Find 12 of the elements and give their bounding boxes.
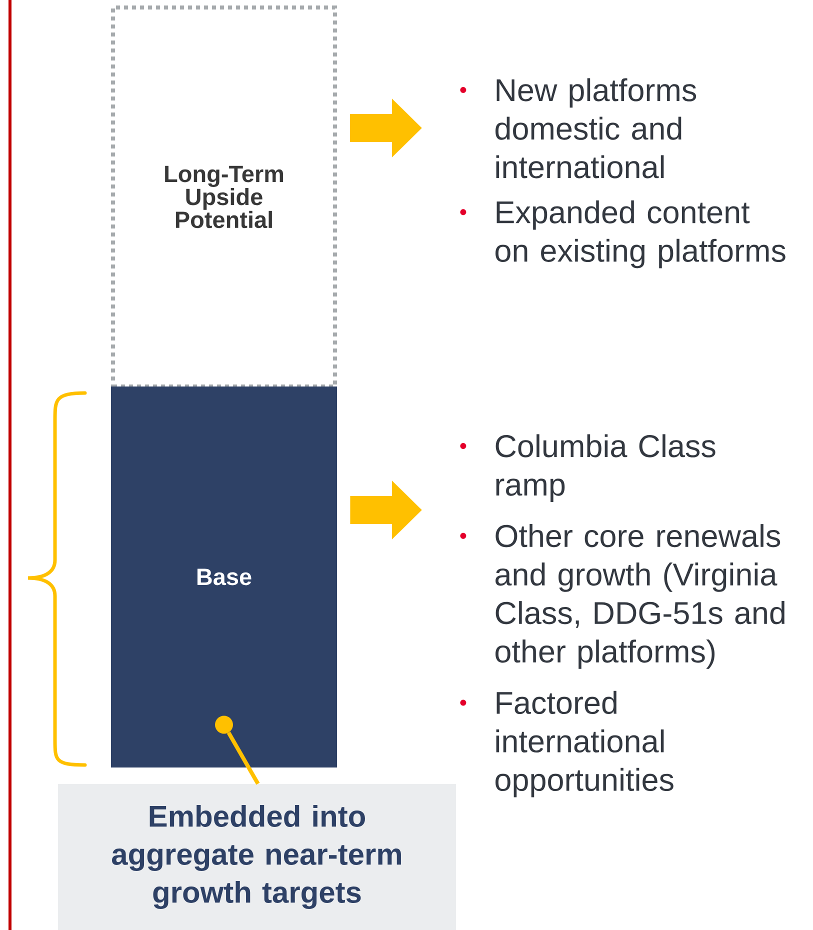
marker-dot <box>215 716 233 734</box>
node-label: New platforms domestic and international <box>496 78 696 178</box>
node-label: Expanded content on existing platforms <box>496 200 786 268</box>
callout-box: Embedded into aggregate near-term growth targets <box>58 784 456 930</box>
base-bar: Base <box>111 386 337 768</box>
dotted-box: Long-Term Upside Potential <box>111 6 337 388</box>
leader-line <box>226 732 260 785</box>
bullet-list: Columbia Class ramp Other core renewals and growth (Virginia Class, DDG-51s and other platforms) Factored international opportunities <box>460 434 784 798</box>
node-label: Other core renewals and growth (Virginia Class, DDG-51s and other platforms) <box>496 524 784 669</box>
node-label: Factored international opportunities <box>496 690 674 798</box>
node-label: Columbia Class ramp <box>496 434 716 502</box>
bullet-list: New platforms domestic and international Expanded content on existing platforms <box>460 78 786 268</box>
